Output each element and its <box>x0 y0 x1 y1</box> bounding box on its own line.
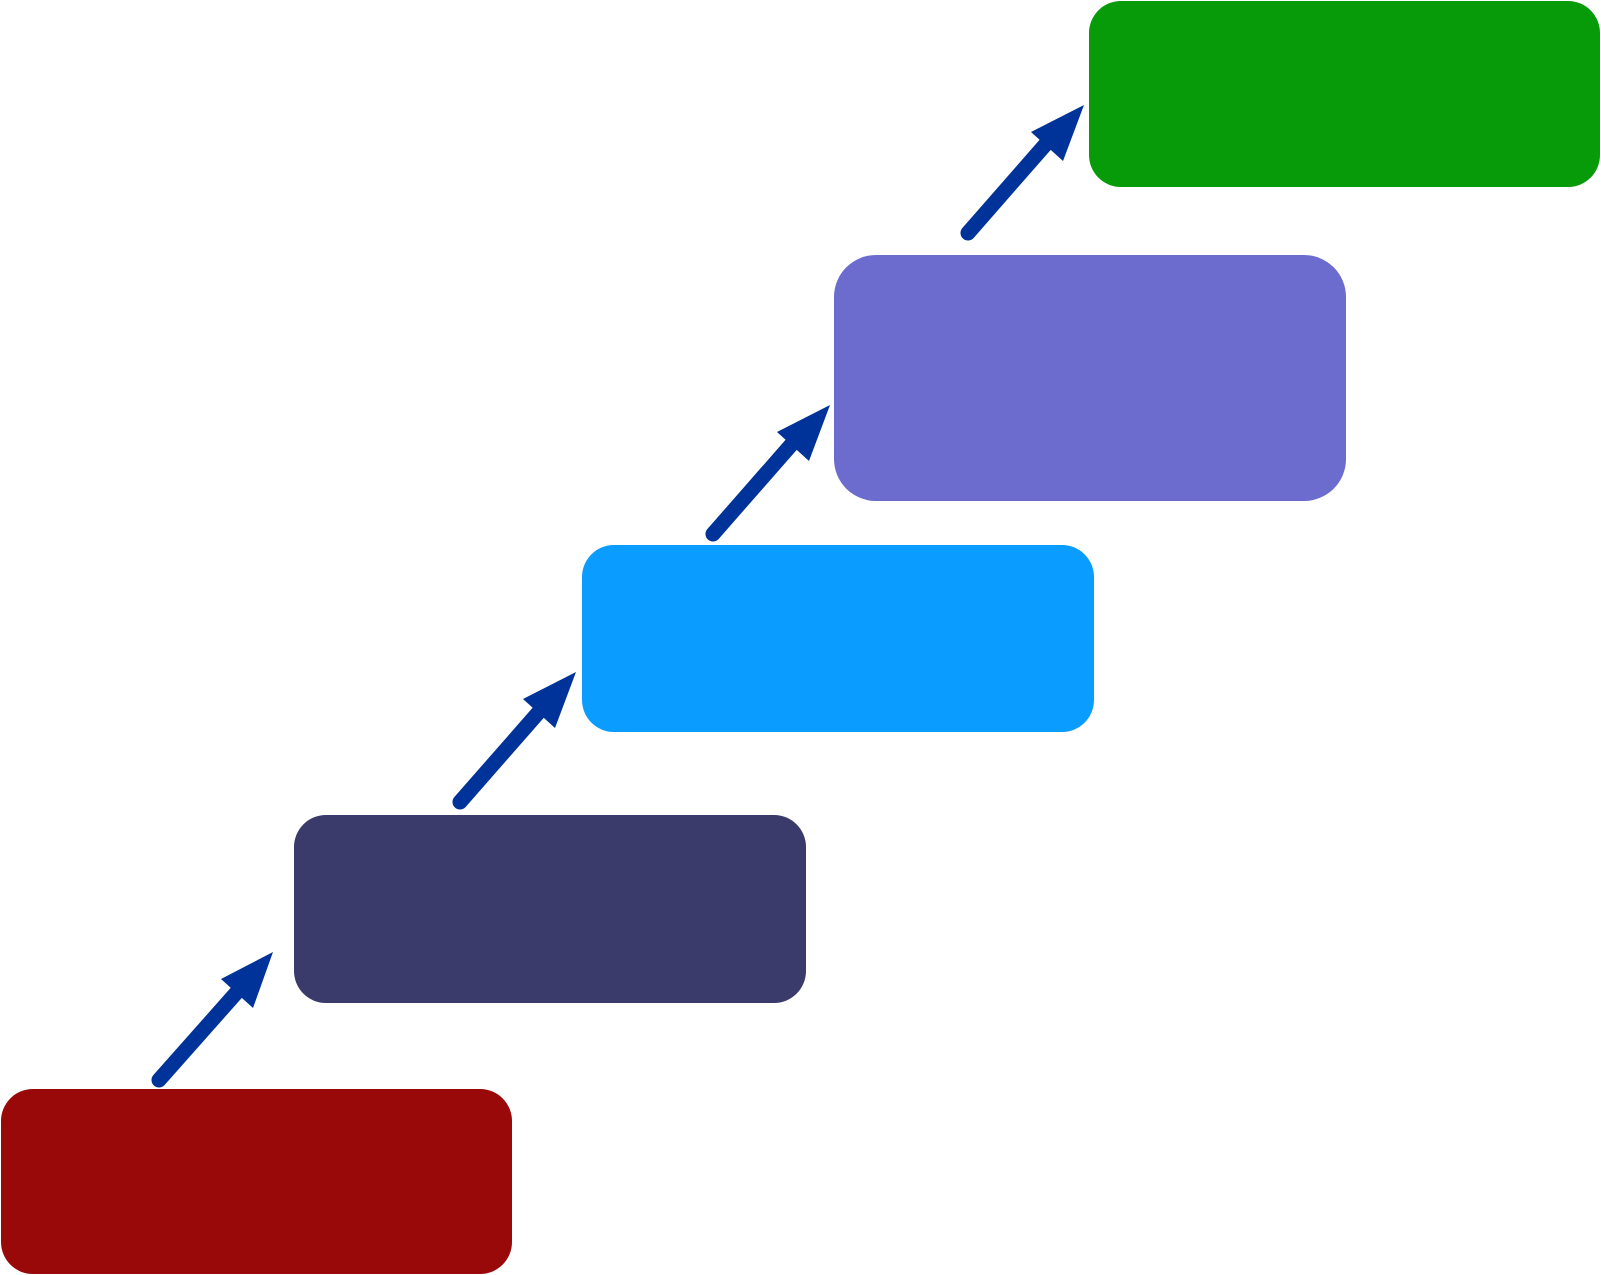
arrow-1-to-2 <box>151 952 273 1088</box>
arrow-3-to-4 <box>705 405 830 542</box>
step-box-5 <box>1089 1 1600 187</box>
arrow-4-to-5 <box>960 105 1084 241</box>
step-box-1 <box>1 1089 512 1274</box>
step-box-2 <box>294 815 806 1003</box>
step-box-4 <box>834 255 1346 501</box>
arrow-2-to-3 <box>452 672 576 810</box>
step-box-3 <box>582 545 1094 732</box>
